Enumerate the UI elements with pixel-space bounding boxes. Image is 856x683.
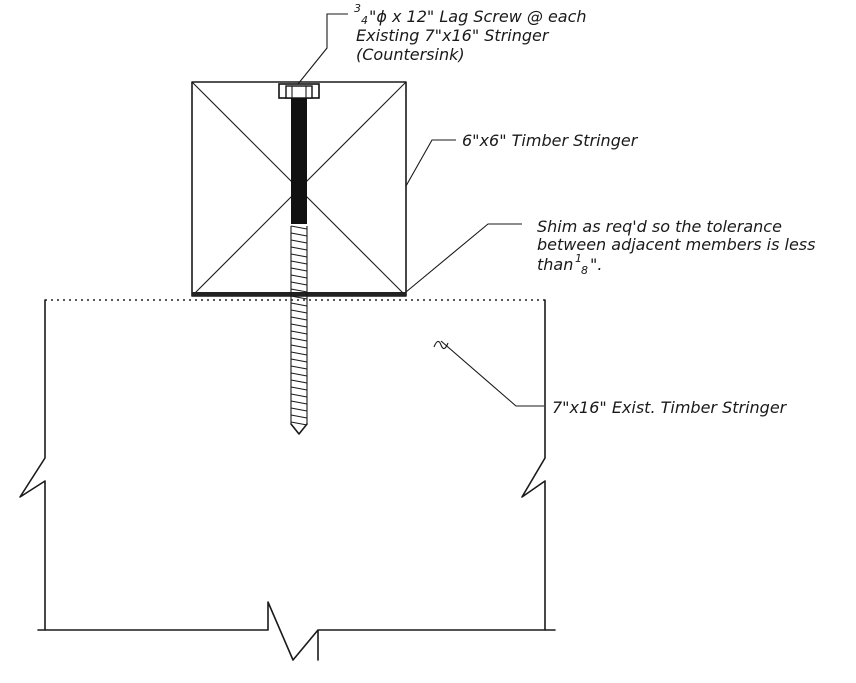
lag-screw-shank	[291, 98, 307, 224]
lag-screw-threads	[290, 225, 308, 426]
thread-line	[290, 337, 308, 342]
thread-line	[290, 309, 308, 314]
existing-stringer-leader	[440, 340, 544, 407]
thread-line	[290, 260, 308, 265]
timber-stringer-leader	[405, 139, 456, 187]
thread-line	[290, 407, 308, 412]
thread-line	[290, 400, 308, 405]
thread-line	[290, 393, 308, 398]
existing-stringer-right-edge	[521, 299, 546, 631]
thread-line	[290, 414, 308, 419]
thread-line	[290, 330, 308, 335]
lag-screw	[278, 83, 320, 435]
svg-text:than: than	[537, 255, 573, 274]
svg-text:".: ".	[590, 255, 602, 274]
thread-line	[290, 253, 308, 258]
squiggle-icon	[433, 340, 449, 350]
thread-line	[290, 358, 308, 363]
svg-text:8: 8	[581, 264, 588, 277]
thread-line	[290, 274, 308, 279]
existing-stringer-bottom-edge	[37, 601, 556, 661]
existing-stringer-left-edge	[19, 299, 46, 631]
svg-text:3: 3	[354, 2, 361, 15]
thread-line	[290, 232, 308, 237]
thread-line	[290, 288, 308, 293]
svg-text:between adjacent members is le: between adjacent members is less	[537, 235, 815, 254]
shim-strip	[192, 292, 406, 296]
thread-line	[290, 323, 308, 328]
lag-screw-leader	[297, 13, 348, 85]
lag-screw-tip	[290, 423, 308, 435]
thread-line	[290, 351, 308, 356]
thread-outline	[290, 226, 308, 424]
shim-label: Shim as req'd so the tolerance between a…	[537, 217, 815, 277]
thread-line	[290, 239, 308, 244]
thread-line	[290, 365, 308, 370]
thread-line	[290, 421, 308, 426]
svg-text:4: 4	[361, 14, 368, 27]
thread-line	[290, 246, 308, 251]
svg-text:1: 1	[575, 252, 582, 265]
svg-text:Shim as req'd so the tolerance: Shim as req'd so the tolerance	[537, 217, 782, 236]
svg-text:"ϕ x 12" Lag Screw @ each: "ϕ x 12" Lag Screw @ each	[369, 7, 587, 26]
thread-line	[290, 267, 308, 272]
thread-line	[290, 225, 308, 230]
timber-stringer-label: 6"x6" Timber Stringer	[462, 131, 639, 150]
svg-text:(Countersink): (Countersink)	[356, 45, 465, 64]
thread-line	[290, 302, 308, 307]
shim-leader	[405, 223, 522, 293]
thread-line	[290, 295, 308, 300]
svg-text:Existing 7"x16" Stringer: Existing 7"x16" Stringer	[356, 26, 550, 45]
thread-line	[290, 372, 308, 377]
thread-line	[290, 281, 308, 286]
thread-line	[290, 386, 308, 391]
thread-line	[290, 316, 308, 321]
thread-line	[290, 379, 308, 384]
thread-line	[290, 344, 308, 349]
lag-screw-label: 3 4 "ϕ x 12" Lag Screw @ each Existing 7…	[354, 2, 587, 64]
lag-screw-head	[285, 85, 313, 99]
existing-stringer-label: 7"x16" Exist. Timber Stringer	[552, 398, 788, 417]
